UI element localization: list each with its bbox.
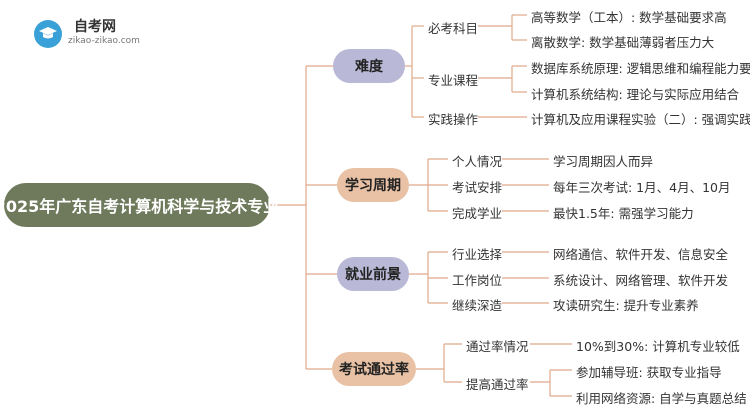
node-required-subjects: 必考科目 [428, 21, 479, 36]
leaf-complete: 最快1.5年: 需强学习能力 [553, 206, 694, 221]
node-major-courses: 专业课程 [428, 73, 479, 88]
node-pass-rate-status: 通过率情况 [466, 339, 529, 354]
leaf-tutoring: 参加辅导班: 获取专业指导 [576, 365, 722, 380]
leaf-architecture: 计算机系统结构: 理论与实际应用结合 [531, 87, 740, 102]
branch-pass-rate: 考试通过率 [332, 352, 416, 386]
leaf-pass-rate-status: 10%到30%: 计算机专业较低 [576, 339, 740, 354]
node-personal: 个人情况 [452, 154, 503, 169]
leaf-positions: 系统设计、网络管理、软件开发 [553, 273, 729, 288]
logo-name: 自考网 [74, 19, 116, 35]
site-logo[interactable]: 自考网 zikao-zikao.com [34, 14, 154, 52]
leaf-lab: 计算机及应用课程实验（二）: 强调实践能力 [531, 112, 750, 127]
leaf-advanced-math: 高等数学（工本）: 数学基础要求高 [531, 10, 727, 25]
branch-difficulty: 难度 [333, 49, 405, 83]
node-further-study: 继续深造 [452, 298, 503, 313]
leaf-database: 数据库系统原理: 逻辑思维和编程能力要求 [531, 61, 750, 76]
branch-career: 就业前景 [337, 257, 409, 291]
leaf-online-resources: 利用网络资源: 自学与真题总结 [576, 391, 747, 406]
node-industry: 行业选择 [452, 247, 503, 262]
graduation-cap-icon [34, 20, 62, 48]
node-complete: 完成学业 [452, 206, 503, 221]
node-exam-schedule: 考试安排 [452, 180, 503, 195]
leaf-discrete-math: 离散数学: 数学基础薄弱者压力大 [531, 35, 715, 50]
root-node: 2025年广东自考计算机科学与技术专业 [0, 183, 279, 227]
node-positions: 工作岗位 [452, 273, 503, 288]
logo-url: zikao-zikao.com [68, 36, 140, 46]
branch-study-period: 学习周期 [337, 168, 409, 202]
leaf-further-study: 攻读研究生: 提升专业素养 [553, 298, 699, 313]
leaf-exam-schedule: 每年三次考试: 1月、4月、10月 [553, 180, 731, 195]
leaf-industry: 网络通信、软件开发、信息安全 [553, 247, 729, 262]
node-improve-pass-rate: 提高通过率 [466, 377, 529, 392]
node-practice: 实践操作 [428, 112, 479, 127]
leaf-personal: 学习周期因人而异 [553, 154, 654, 169]
